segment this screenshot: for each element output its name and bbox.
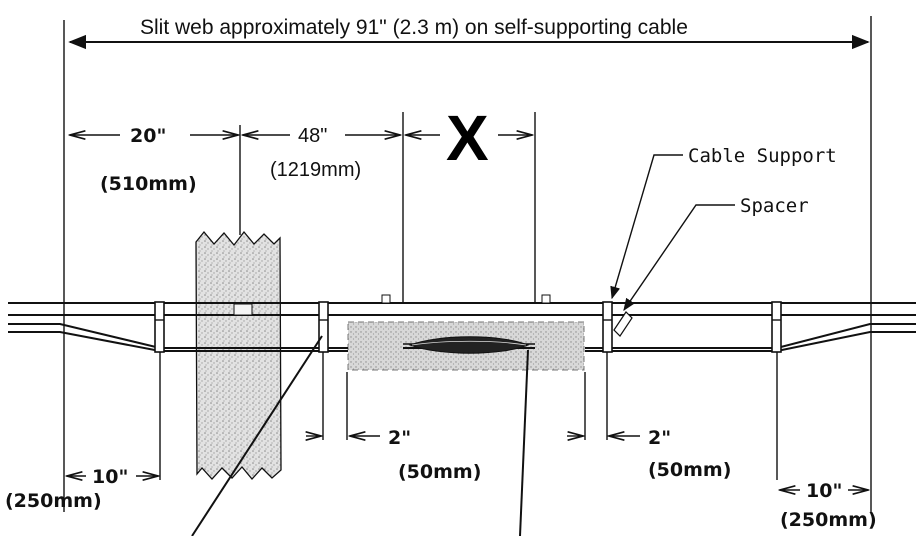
separated-cable-highlight [411, 340, 527, 346]
leader-line-separated-cable [519, 349, 529, 536]
clamp-left-outer [154, 301, 165, 353]
clamp-right-outer [771, 301, 782, 353]
spacer-label: Spacer [740, 195, 809, 217]
dim-10-left-inches: 10" [92, 466, 128, 488]
separated-cable-section [408, 336, 530, 354]
dim-48-inches: 48" [298, 125, 327, 147]
dim-x-label: X [446, 102, 489, 174]
dim-2-right-inches: 2" [648, 427, 671, 449]
cable-right-lower [585, 331, 916, 352]
tab-marker-left [381, 294, 391, 304]
cable-support-leader [610, 154, 683, 300]
diagram-title: Slit web approximately 91" (2.3 m) on se… [140, 16, 688, 39]
leader-line-clamp [191, 335, 323, 536]
spacer-block [613, 311, 633, 337]
dim-10-right-mm: (250mm) [780, 509, 877, 531]
cable-support-label: Cable Support [688, 145, 837, 167]
dim-10-right-inches: 10" [806, 480, 842, 502]
dim-48-mm: (1219mm) [270, 159, 361, 181]
cable-left-lower [8, 331, 348, 352]
cable-right-upper [585, 323, 916, 349]
spacer-leader [623, 204, 735, 312]
dim-2-left-inches: 2" [388, 427, 411, 449]
cable-left-upper [8, 323, 348, 349]
dim-20-inches: 20" [130, 125, 166, 147]
tab-marker-right [541, 294, 551, 304]
dim-2-left-mm: (50mm) [398, 461, 481, 483]
dim-20-mm: (510mm) [100, 173, 197, 195]
dim-10-left-mm: (250mm) [5, 490, 102, 512]
clamp-left-inner [318, 301, 329, 353]
pole-attachment [233, 303, 253, 316]
cable-support-clamp [602, 301, 613, 353]
utility-pole [195, 230, 282, 480]
dim-2-right-mm: (50mm) [648, 459, 731, 481]
